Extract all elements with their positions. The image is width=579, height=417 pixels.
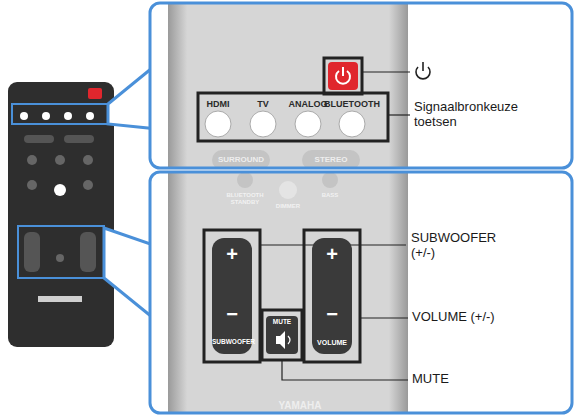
callout-label: VOLUME (+/-)	[412, 310, 495, 325]
callout-label: SUBWOOFER (+/-)	[411, 231, 511, 261]
button-label: SURROUND	[218, 155, 264, 164]
callout-label: Signaalbronkeuze toetsen	[414, 100, 524, 130]
button-sign: −	[312, 304, 352, 324]
button-label: ANALOG	[289, 99, 328, 109]
mute-button: MUTE	[266, 316, 298, 354]
brand-logo: YAMAHA	[279, 400, 322, 412]
zoom-panel	[150, 3, 572, 168]
button-label: STEREO	[315, 155, 348, 164]
rocker-button: + − SUBWOOFER	[212, 238, 252, 354]
power-symbol	[416, 62, 430, 79]
button-sign: +	[212, 244, 252, 264]
callout-label: MUTE	[412, 372, 449, 387]
leader-line	[260, 72, 410, 380]
button-label: HDMI	[207, 99, 230, 109]
button-sign: −	[212, 304, 252, 324]
button-label: BASS	[322, 192, 339, 199]
button-label: SUBWOOFER	[212, 339, 252, 346]
button-label: TV	[257, 99, 269, 109]
button-sign: +	[312, 244, 352, 264]
small-remote	[8, 82, 114, 347]
button-label: MUTE	[266, 319, 298, 326]
rocker-button: + − VOLUME	[312, 238, 352, 354]
zoom-panel	[150, 172, 572, 413]
button-label: VOLUME	[312, 339, 352, 346]
button-label: BLUETOOTH	[324, 99, 380, 109]
button-label: DIMMER	[276, 203, 300, 210]
button-label: BLUETOOTH STANDBY	[220, 192, 270, 206]
